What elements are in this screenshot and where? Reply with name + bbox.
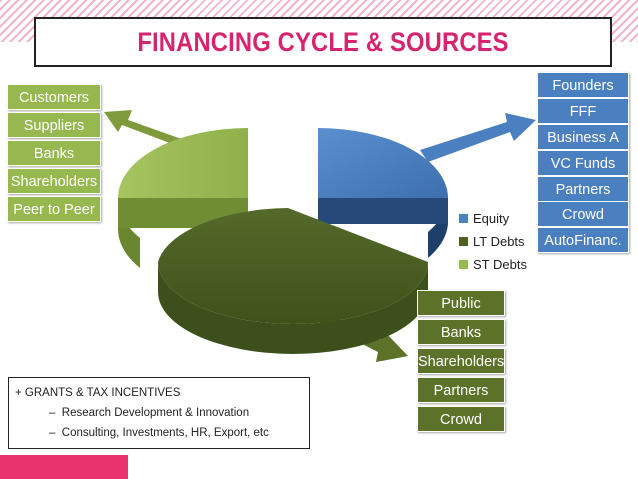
equity-slice-top: [318, 128, 448, 198]
left-source-banks: Banks: [7, 140, 101, 166]
legend-equity-label: Equity: [473, 211, 510, 226]
bottom-source-banks: Banks: [417, 319, 505, 345]
grants-note-item: – Research Development & Innovation: [49, 407, 250, 419]
title-box: FINANCING CYCLE & SOURCES: [34, 17, 612, 67]
page-title: FINANCING CYCLE & SOURCES: [137, 26, 509, 57]
grants-note-heading: + GRANTS & TAX INCENTIVES: [15, 387, 181, 399]
legend-lt-debts-swatch: [459, 237, 468, 246]
legend-lt-debts: LT Debts: [459, 233, 525, 251]
lt-debts-slice-top: [158, 208, 428, 324]
legend-equity: Equity: [459, 210, 509, 228]
left-source-suppliers: Suppliers: [7, 112, 101, 138]
st-debts-slice-side-arc: [117, 198, 140, 268]
bottom-source-public: Public: [417, 290, 505, 316]
legend-equity-swatch: [459, 214, 468, 223]
right-source-partners: Partners: [537, 176, 629, 202]
right-source-vc-funds: VC Funds: [537, 150, 629, 176]
right-source-business-a: Business A: [537, 124, 629, 150]
left-source-customers: Customers: [7, 84, 101, 110]
bottom-source-crowd: Crowd: [417, 406, 505, 432]
legend-st-debts-swatch: [459, 260, 468, 269]
grants-note-item-text: Consulting, Investments, HR, Export, etc: [61, 427, 269, 439]
grants-note-box: + GRANTS & TAX INCENTIVES – Research Dev…: [8, 377, 310, 449]
arrow-to-right-sources: [420, 113, 536, 162]
legend-st-debts-label: ST Debts: [473, 257, 527, 272]
left-source-shareholders: Shareholders: [7, 168, 101, 194]
left-source-peer-to-peer: Peer to Peer: [7, 196, 101, 222]
grants-note-item: – Consulting, Investments, HR, Export, e…: [49, 427, 269, 439]
st-debts-slice-top: [118, 128, 248, 198]
right-source-crowd: Crowd: [537, 201, 629, 227]
right-source-autofinanc: AutoFinanc.: [537, 227, 629, 253]
footer-accent-bar: [0, 455, 128, 479]
grants-note-item-text: Research Development & Innovation: [61, 407, 250, 419]
right-source-founders: Founders: [537, 72, 629, 98]
right-source-fff: FFF: [537, 98, 629, 124]
equity-slice-front: [318, 198, 448, 224]
bottom-source-partners: Partners: [417, 377, 505, 403]
legend-st-debts: ST Debts: [459, 256, 527, 274]
lt-debts-slice-side: [158, 262, 428, 354]
legend-lt-debts-label: LT Debts: [473, 234, 525, 249]
bottom-source-shareholders: Shareholders: [417, 348, 505, 374]
